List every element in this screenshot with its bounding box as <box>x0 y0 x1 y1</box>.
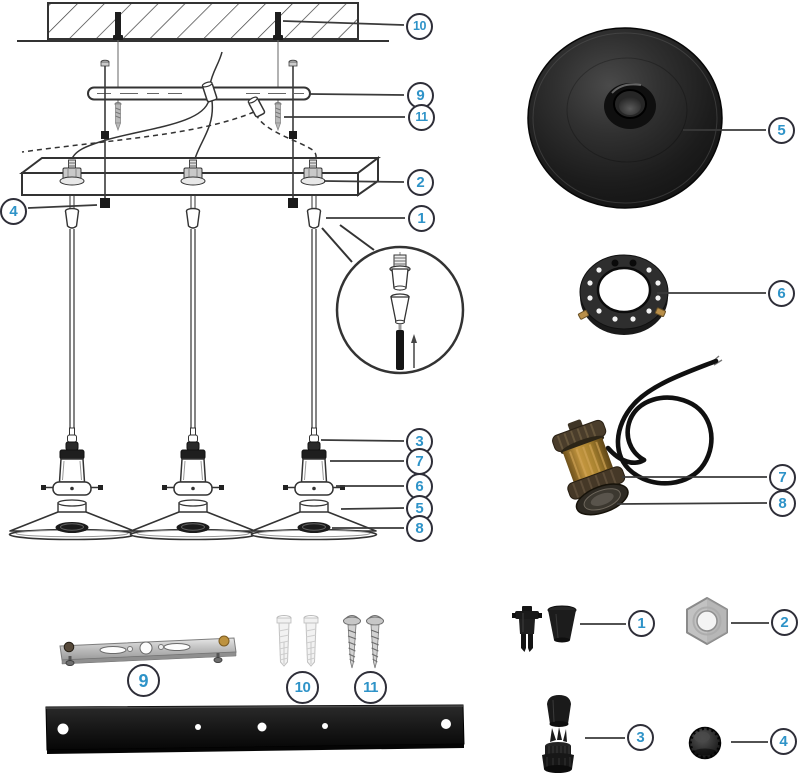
callout-number: 9 <box>138 670 149 691</box>
callout-number: 2 <box>416 174 425 191</box>
callout-number: 6 <box>777 285 786 302</box>
part-photo-knob <box>688 726 722 760</box>
callout-number: 11 <box>363 679 378 696</box>
callout-number: 7 <box>415 453 424 470</box>
callout-number: 7 <box>778 469 787 486</box>
callout-number: 1 <box>417 210 426 227</box>
callout-photo-shade-5: 5 <box>768 117 795 144</box>
callout-cord-grip-1: 1 <box>408 205 435 232</box>
callout-parts-nut-2: 2 <box>771 609 798 636</box>
cord-grip-detail-inset <box>321 224 465 375</box>
callout-number: 4 <box>779 733 788 750</box>
callout-number: 3 <box>415 433 424 450</box>
part-photo-bracket <box>59 635 237 666</box>
part-photo-socket <box>552 355 723 516</box>
callout-set-screw-4: 4 <box>0 198 27 225</box>
part-photo-hex-nut <box>686 597 728 645</box>
mounting-bracket-drawing <box>87 81 311 118</box>
pendant-cords <box>69 229 317 429</box>
callout-number: 9 <box>416 87 425 104</box>
callout-parts-screws-11: 11 <box>354 671 387 704</box>
callout-parts-anchors-10: 10 <box>286 671 319 704</box>
callout-number: 8 <box>778 495 787 512</box>
callout-number: 5 <box>415 500 424 517</box>
callout-parts-knob-4: 4 <box>770 728 797 755</box>
part-photo-canopy-bar <box>45 704 465 754</box>
part-photo-screws <box>343 615 384 669</box>
callout-parts-grip-1: 1 <box>628 610 655 637</box>
callout-number: 1 <box>637 615 646 632</box>
callout-photo-socket-8: 8 <box>769 490 796 517</box>
callout-number: 2 <box>780 614 789 631</box>
callout-parts-bracket-9: 9 <box>127 664 160 697</box>
wires <box>21 51 317 163</box>
callout-photo-ring-6: 6 <box>768 280 795 307</box>
callout-photo-socket-7: 7 <box>769 464 796 491</box>
callout-number: 10 <box>413 19 426 34</box>
callout-number: 10 <box>294 679 311 696</box>
callout-canopy-nut-2: 2 <box>407 169 434 196</box>
callout-number: 5 <box>777 122 786 139</box>
part-photo-cone-grip-set <box>542 695 574 773</box>
callout-number: 11 <box>415 110 428 125</box>
callout-socket-7: 7 <box>406 448 433 475</box>
callout-number: 8 <box>415 520 424 537</box>
callout-number: 4 <box>9 203 18 220</box>
leader-lines <box>27 20 769 743</box>
part-photo-anchors <box>276 615 319 667</box>
callout-number: 3 <box>636 729 645 746</box>
pendant-lamps-drawing <box>8 427 378 541</box>
callout-parts-grip-3: 3 <box>627 724 654 751</box>
part-photo-shade <box>527 27 723 209</box>
callout-bottom-ring-8: 8 <box>406 515 433 542</box>
part-photo-ring <box>577 254 669 335</box>
callout-number: 6 <box>415 478 424 495</box>
callout-ceiling-anchor-10: 10 <box>406 13 433 40</box>
part-photo-cord-grip-set <box>512 605 577 652</box>
callout-screw-11: 11 <box>408 104 435 131</box>
